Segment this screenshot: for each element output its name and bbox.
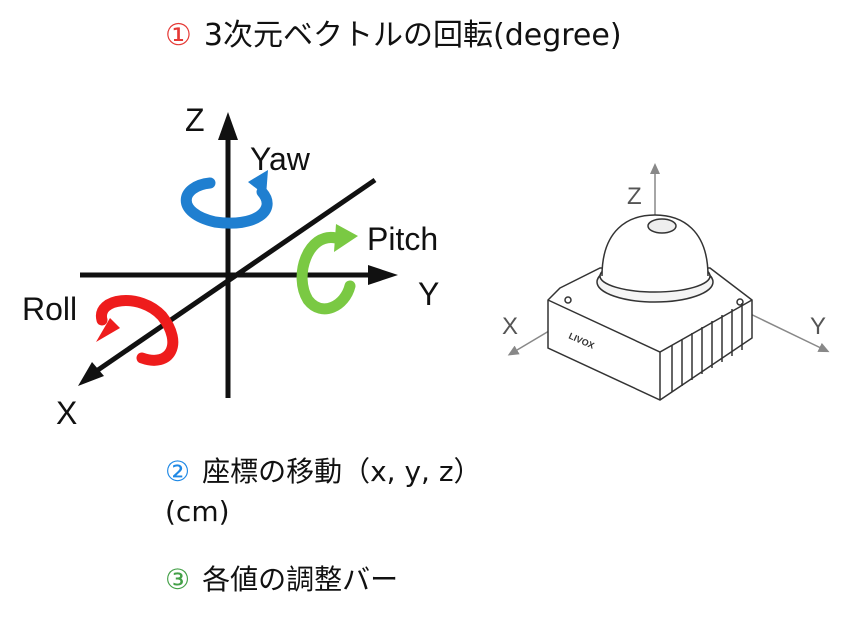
pitch-rotation-icon (296, 224, 358, 315)
x-label: X (56, 395, 77, 431)
y-arrowhead (368, 265, 398, 285)
livox-device-icon (547, 214, 753, 401)
x-axis (93, 177, 377, 375)
z-label: Z (185, 102, 205, 138)
device-y-label: Y (810, 313, 826, 340)
item2-number: ② (165, 455, 191, 488)
title-text: 3次元ベクトルの回転(degree) (203, 18, 622, 53)
roll-label: Roll (22, 291, 77, 327)
item3-number: ③ (165, 563, 191, 596)
axes-group (78, 112, 398, 398)
item2-unit: (cm) (165, 495, 230, 528)
x-arrowhead (78, 362, 104, 386)
item3-text: 各値の調整バー (202, 563, 399, 596)
device-x-label: X (502, 313, 518, 340)
page-title: ① 3次元ベクトルの回転(degree) (165, 10, 622, 54)
roll-rotation-icon (96, 295, 179, 366)
z-arrowhead (218, 112, 238, 140)
yaw-rotation-icon (180, 170, 273, 229)
title-number: ① (165, 18, 192, 53)
device-z-label: Z (627, 183, 642, 210)
y-label: Y (418, 276, 439, 312)
item2-text: 座標の移動（x, y, z） (202, 455, 482, 488)
pitch-label: Pitch (367, 221, 438, 257)
item-adjust-bar: ③ 各値の調整バー (165, 558, 398, 598)
item-coordinate-move: ② 座標の移動（x, y, z） (cm) (165, 452, 482, 532)
yaw-label: Yaw (250, 141, 311, 177)
